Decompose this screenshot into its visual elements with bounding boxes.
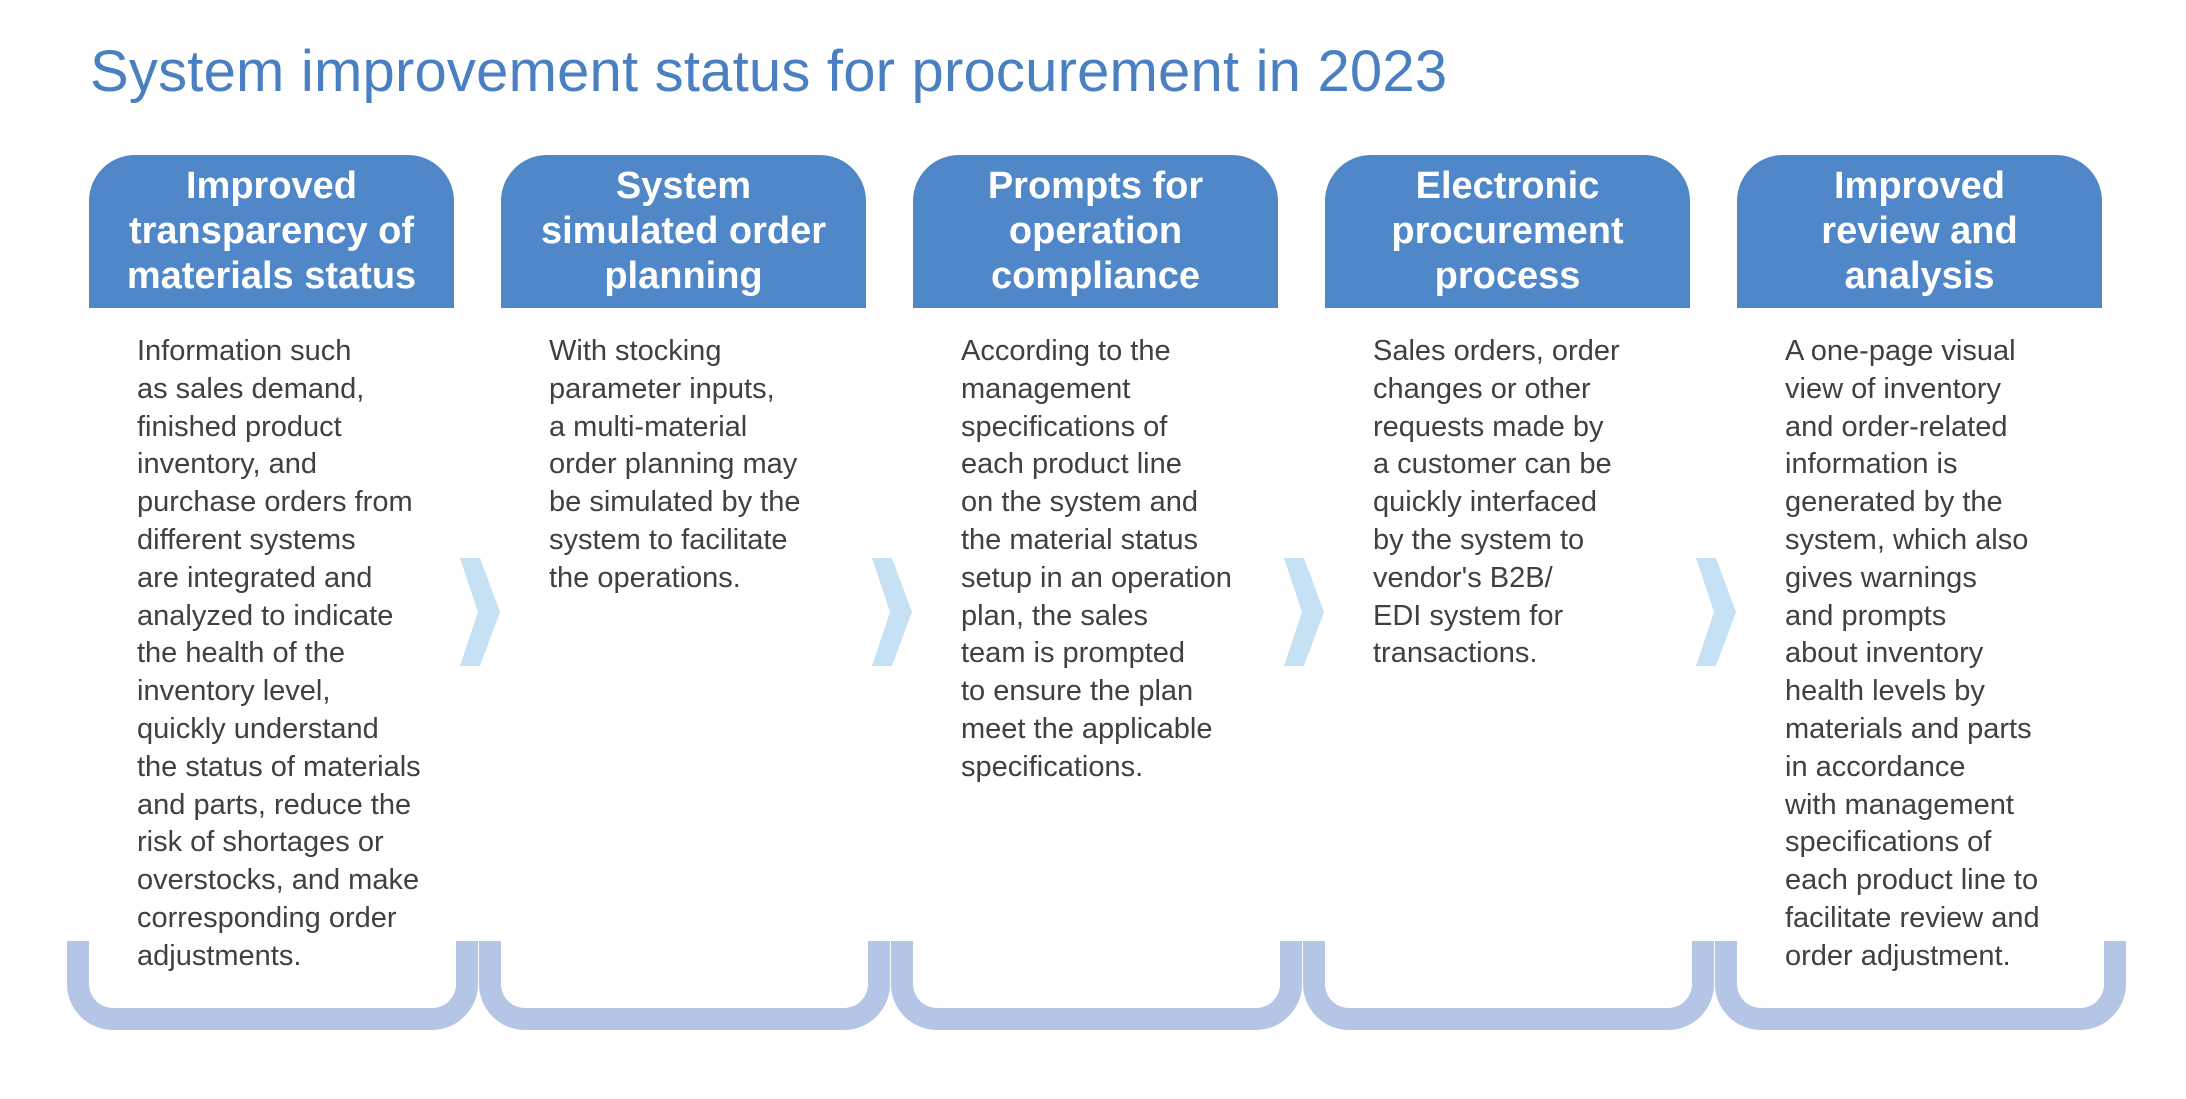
chevron-right-icon [1280, 556, 1326, 668]
step-description: Information such as sales demand, finish… [137, 335, 421, 972]
chevron-right-icon [1692, 556, 1738, 668]
step-description: A one-page visual view of inventory and … [1785, 335, 2040, 972]
step-bracket [891, 941, 1302, 1030]
chevron-right-icon [868, 556, 914, 668]
step-description: With stocking parameter inputs, a multi-… [549, 335, 801, 594]
step-bracket [479, 941, 890, 1030]
step-bracket [1303, 941, 1714, 1030]
step-description: According to the management specificatio… [961, 335, 1232, 783]
chevron-right-icon [456, 556, 502, 668]
page-title: System improvement status for procuremen… [90, 39, 1448, 104]
step-description: Sales orders, order changes or other req… [1373, 335, 1620, 670]
